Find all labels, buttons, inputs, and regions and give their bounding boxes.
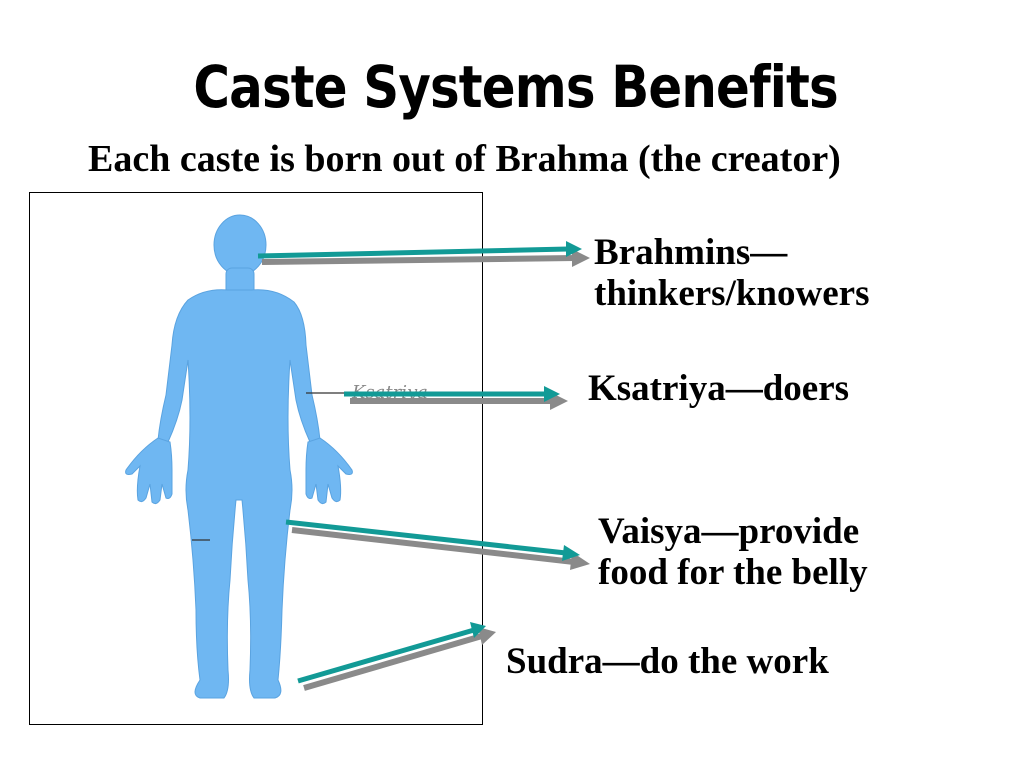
slide-title: Caste Systems Benefits: [193, 53, 838, 121]
caste-label-ksatriya: Ksatriya—doers: [588, 368, 849, 409]
arrow-vaisya: [285, 519, 590, 570]
slide-subtitle: Each caste is born out of Brahma (the cr…: [88, 138, 841, 180]
vaisya-line2: food for the belly: [598, 552, 868, 594]
arrow-brahmins: [257, 241, 590, 267]
caste-label-vaisya: Vaisya—provide food for the belly: [598, 511, 868, 594]
sudra-line1: Sudra—do the work: [506, 641, 829, 682]
caste-label-sudra: Sudra—do the work: [506, 641, 829, 682]
arrow-sudra: [297, 622, 496, 691]
brahmins-line2: thinkers/knowers: [594, 273, 870, 315]
vaisya-line1: Vaisya—provide: [598, 511, 860, 552]
ksatriya-line1: Ksatriya—doers: [588, 368, 850, 409]
human-body-icon: [125, 214, 353, 699]
caste-label-brahmins: Brahmins— thinkers/knowers: [594, 232, 869, 315]
arrow-ksatriya: [344, 386, 568, 410]
brahmins-line1: Brahmins—: [594, 232, 788, 273]
